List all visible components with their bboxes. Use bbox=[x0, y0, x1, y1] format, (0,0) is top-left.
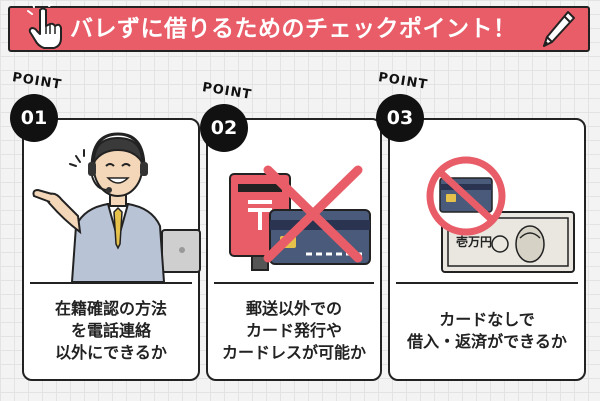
point-number: 01 bbox=[10, 94, 58, 142]
point-label: POINT bbox=[11, 70, 64, 93]
card-prohibited-banknote-illustration: 壱万円 10000 bbox=[426, 156, 575, 273]
card-divider bbox=[30, 282, 192, 284]
point-badge-1: POINT 01 bbox=[6, 70, 66, 142]
point-number: 03 bbox=[376, 94, 424, 142]
card-divider bbox=[214, 282, 374, 284]
page-title: バレずに借りるためのチェックポイント！ bbox=[70, 16, 517, 42]
point-label: POINT bbox=[201, 80, 254, 103]
point-label: POINT bbox=[377, 70, 430, 93]
point-number: 02 bbox=[200, 104, 248, 152]
pointing-hand-icon bbox=[27, 4, 62, 49]
point-card-3: 壱万円 10000 カードなしで 借入・返済ができるか bbox=[388, 118, 586, 381]
point-card-1: 在籍確認の方法 を電話連絡 以外にできるか bbox=[22, 118, 201, 381]
operator-illustration bbox=[32, 132, 201, 282]
point-badge-2: POINT 02 bbox=[196, 80, 256, 152]
card-divider bbox=[396, 282, 578, 284]
title-banner: バレずに借りるためのチェックポイント！ bbox=[8, 4, 590, 52]
point-badge-3: POINT 03 bbox=[372, 70, 432, 142]
point-2-description: 郵送以外での カード発行や カードレスが可能か bbox=[221, 298, 366, 362]
pen-icon bbox=[543, 11, 575, 47]
point-1-description: 在籍確認の方法 を電話連絡 以外にできるか bbox=[54, 298, 167, 362]
point-card-2: 郵送以外での カード発行や カードレスが可能か bbox=[206, 118, 382, 381]
point-3-description: カードなしで 借入・返済ができるか bbox=[407, 309, 567, 351]
banknote-denomination: 壱万円 bbox=[456, 234, 492, 249]
mailbox-card-crossed-illustration bbox=[229, 165, 371, 271]
